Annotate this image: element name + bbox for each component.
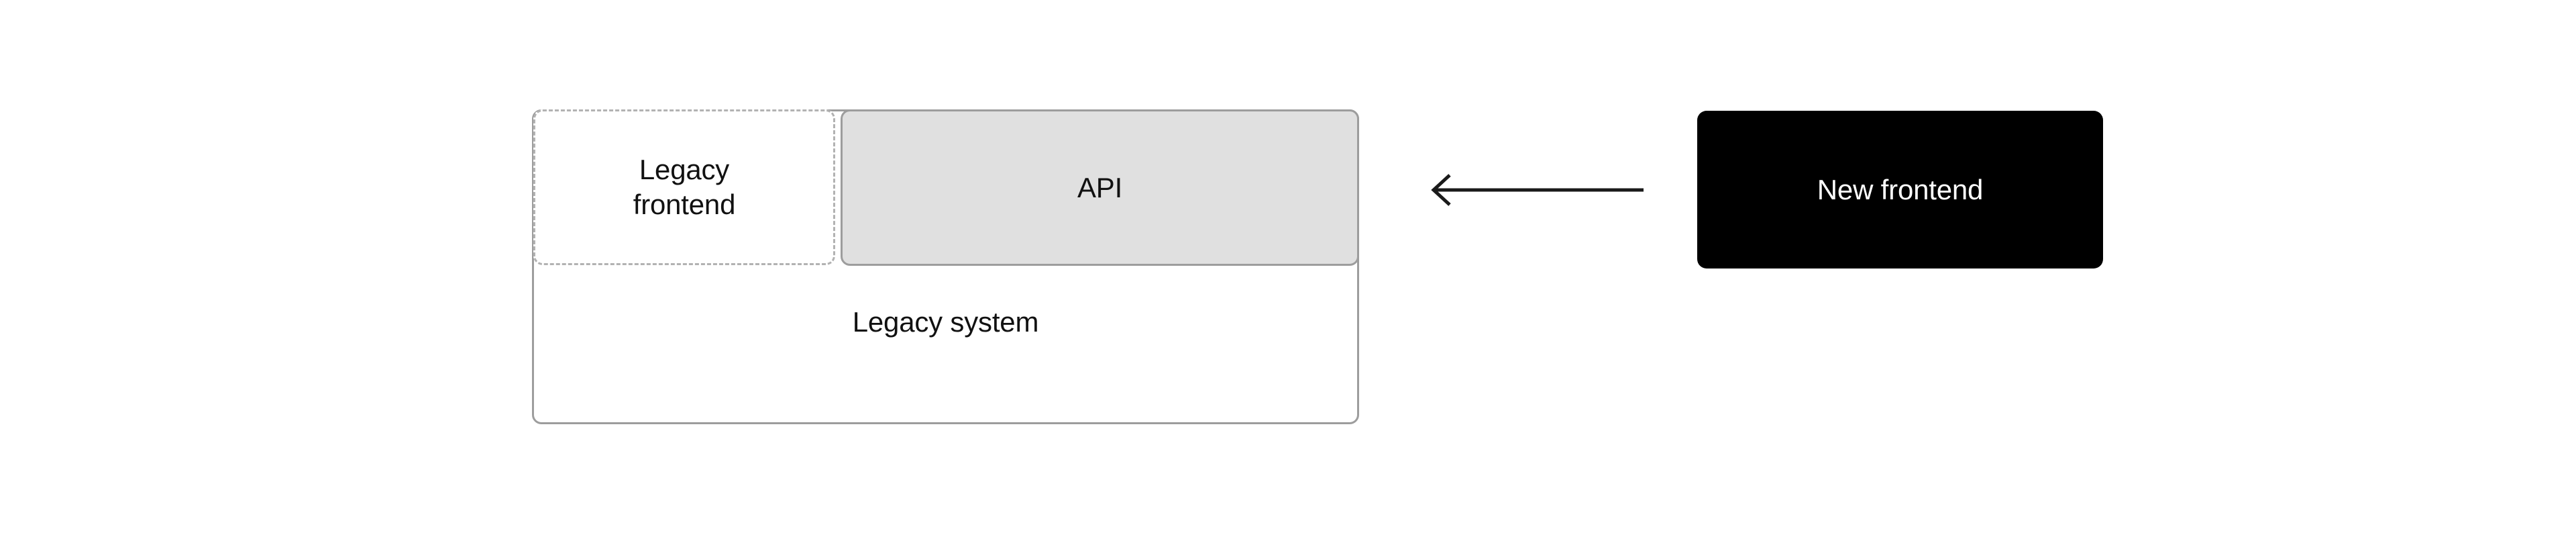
node-api-label: API xyxy=(1077,171,1123,203)
node-legacy-frontend[interactable]: Legacy frontend xyxy=(533,109,835,265)
node-new-frontend-label: New frontend xyxy=(1817,173,1984,205)
node-legacy-frontend-label: Legacy frontend xyxy=(633,154,736,220)
arrow-new-frontend-to-api-icon xyxy=(1431,174,1644,206)
node-api[interactable]: API xyxy=(841,109,1359,266)
node-legacy-system-label: Legacy system xyxy=(852,306,1039,338)
node-new-frontend[interactable]: New frontend xyxy=(1697,111,2103,268)
